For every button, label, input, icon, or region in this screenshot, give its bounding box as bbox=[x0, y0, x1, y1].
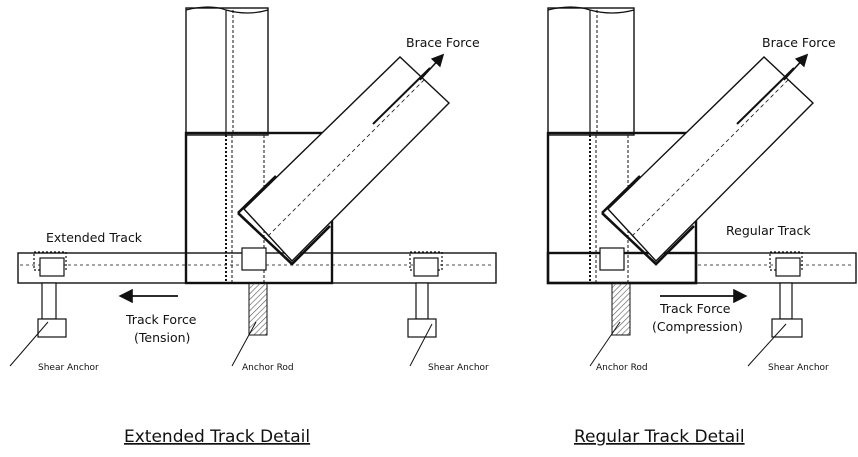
stud-column bbox=[185, 6, 269, 136]
anchor-rod bbox=[241, 247, 268, 336]
brace-force-arrow bbox=[783, 53, 809, 81]
shear-anchor-left bbox=[33, 251, 67, 338]
brace-force-arrow bbox=[419, 53, 445, 81]
track-force-label-line2: (Compression) bbox=[652, 319, 743, 334]
track-force-label-line2: (Tension) bbox=[134, 330, 190, 345]
stud-column bbox=[547, 6, 635, 136]
brace-force-label: Brace Force bbox=[406, 35, 480, 50]
shear-anchor-right-label: Shear Anchor bbox=[428, 363, 489, 373]
track-label: Regular Track bbox=[726, 223, 811, 238]
anchor-rod-leader bbox=[589, 321, 621, 367]
shear-anchor-left-leader bbox=[9, 321, 49, 367]
regular-track-detail: Brace Force Regular Track Track Force (C… bbox=[546, 6, 857, 447]
shear-anchor-left-label: Shear Anchor bbox=[38, 363, 99, 373]
anchor-rod-label: Anchor Rod bbox=[242, 363, 294, 373]
brace-force-label: Brace Force bbox=[762, 35, 836, 50]
track-force-label-line1: Track Force bbox=[125, 312, 197, 327]
anchor-rod bbox=[599, 247, 631, 336]
shear-anchor-label: Shear Anchor bbox=[768, 363, 829, 373]
anchor-rod-label: Anchor Rod bbox=[596, 363, 648, 373]
shear-anchor bbox=[769, 251, 803, 338]
brace bbox=[237, 56, 451, 266]
brace bbox=[601, 56, 815, 266]
regular-track bbox=[546, 251, 857, 285]
regular-track-detail-title: Regular Track Detail bbox=[574, 427, 745, 447]
track-force-label-line1: Track Force bbox=[659, 301, 731, 316]
track-label: Extended Track bbox=[46, 230, 143, 245]
shear-anchor-leader bbox=[747, 323, 787, 367]
anchor-rod-leader bbox=[231, 321, 257, 367]
shear-anchor-right bbox=[407, 251, 443, 338]
extended-track-detail: Brace Force Extended Track Track Force (… bbox=[9, 6, 497, 447]
extended-track-detail-title: Extended Track Detail bbox=[124, 427, 310, 447]
shear-anchor-right-leader bbox=[409, 323, 433, 367]
